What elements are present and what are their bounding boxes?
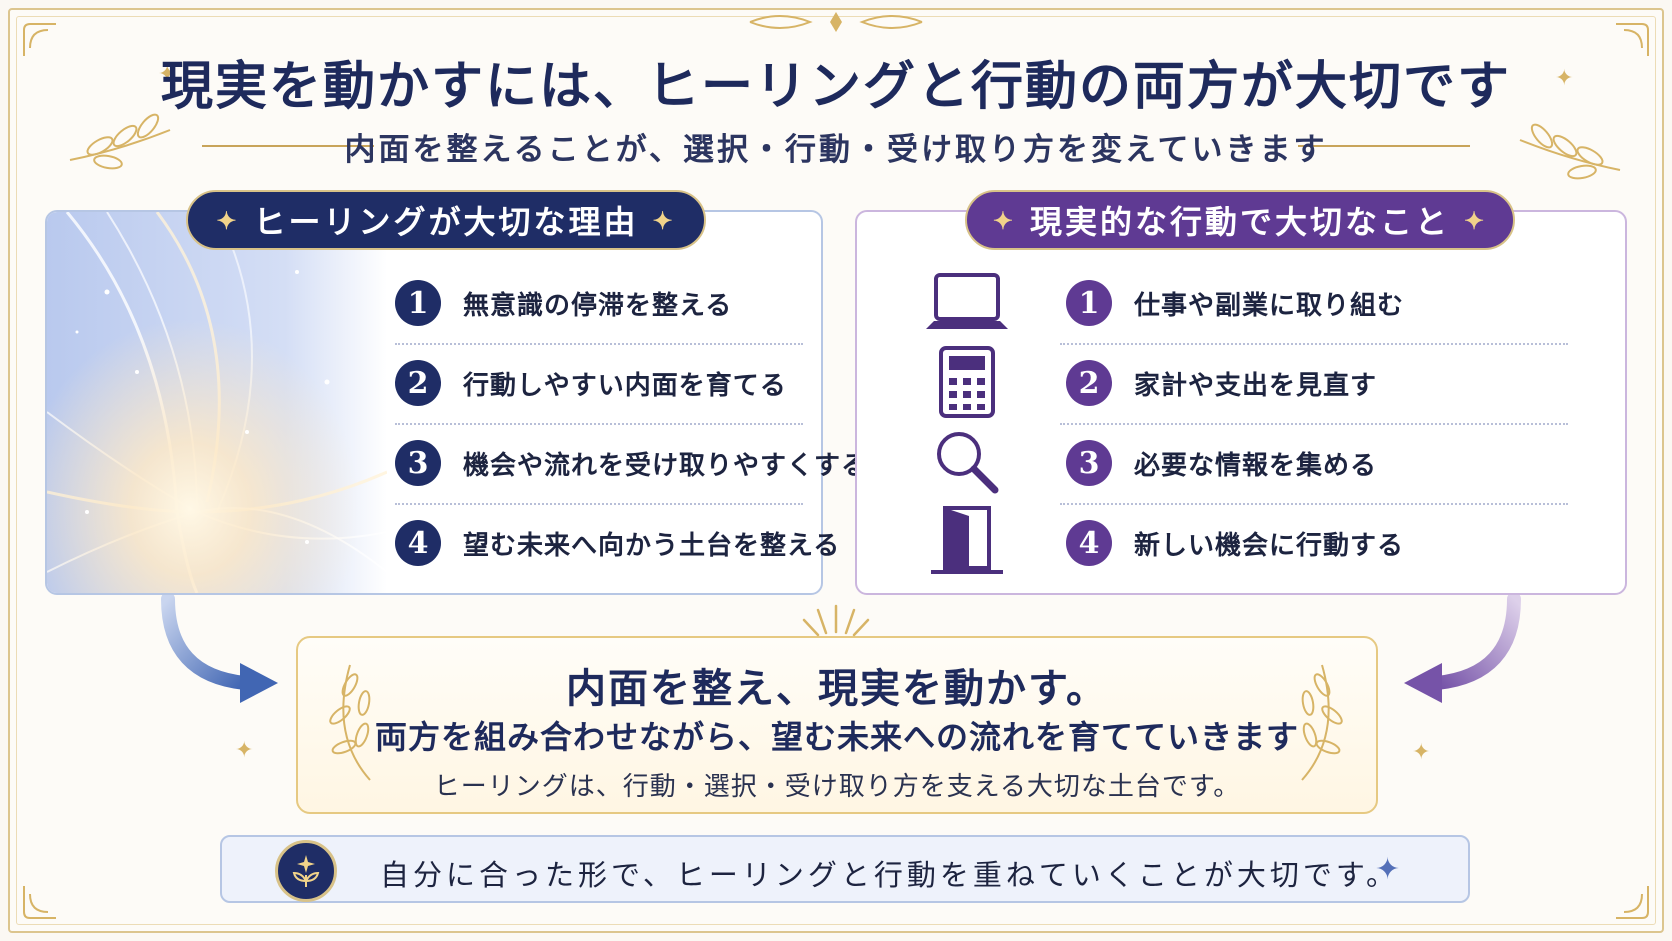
conclusion-title: 内面を整え、現実を動かす。 bbox=[566, 665, 1108, 712]
conclusion-note: ヒーリングは、行動・選択・受け取り方を支える大切な土台です。 bbox=[433, 772, 1241, 802]
divider bbox=[1060, 503, 1568, 505]
corner-ornament-icon bbox=[1616, 23, 1649, 56]
item-number-badge: 1 bbox=[395, 280, 441, 326]
healing-panel-title: ヒーリングが大切な理由 bbox=[253, 203, 639, 241]
divider bbox=[395, 423, 803, 425]
corner-ornament-icon bbox=[23, 886, 56, 919]
item-text: 無意識の停滞を整える bbox=[463, 290, 733, 321]
sparkle-icon: ✦ bbox=[1555, 66, 1574, 91]
item-number-badge: 4 bbox=[1066, 520, 1112, 566]
item-number-badge: 4 bbox=[395, 520, 441, 566]
conclusion-subtitle: 両方を組み合わせながら、望む未来への流れを育てていきます bbox=[374, 718, 1299, 756]
conclusion-box bbox=[296, 636, 1378, 814]
subtitle-line-right bbox=[1298, 145, 1470, 147]
arrow-left-to-center-icon bbox=[161, 595, 278, 703]
action-panel-header: ✦ 現実的な行動で大切なこと ✦ bbox=[965, 190, 1515, 250]
item-text: 仕事や副業に取り組む bbox=[1134, 290, 1405, 321]
laurel-left-icon bbox=[329, 664, 371, 781]
item-text: 家計や支出を見直す bbox=[1134, 370, 1378, 401]
laptop-icon bbox=[922, 268, 1012, 340]
item-number-badge: 2 bbox=[395, 360, 441, 406]
sparkle-icon: ✦ bbox=[1464, 205, 1488, 235]
laurel-right-icon bbox=[1301, 664, 1343, 781]
list-item: 1 無意識の停滞を整える bbox=[395, 272, 732, 334]
list-item: 4 望む未来へ向かう土台を整える bbox=[395, 512, 840, 574]
laurel-right-icon bbox=[1519, 123, 1621, 180]
bottom-message-bar bbox=[220, 835, 1470, 903]
arrow-right-to-center-icon bbox=[1404, 595, 1521, 703]
list-item: 3 機会や流れを受け取りやすくする bbox=[395, 432, 868, 494]
sparkle-icon: ✦ bbox=[216, 205, 240, 235]
item-number-badge: 3 bbox=[395, 440, 441, 486]
sprout-star-icon bbox=[275, 840, 337, 902]
bottom-message-text: 自分に合った形で、ヒーリングと行動を重ねていくことが大切です。 bbox=[380, 858, 1399, 892]
divider bbox=[1060, 343, 1568, 345]
sparkle-icon: ✦ bbox=[652, 205, 676, 235]
sparkle-icon: ✦ bbox=[992, 205, 1016, 235]
corner-ornament-icon bbox=[1616, 886, 1649, 919]
healing-panel-header: ✦ ヒーリングが大切な理由 ✦ bbox=[186, 190, 706, 250]
list-item: 1 仕事や副業に取り組む bbox=[1066, 272, 1404, 334]
page-subtitle: 内面を整えることが、選択・行動・受け取り方を変えていきます bbox=[344, 132, 1328, 168]
sparkle-icon: ✦ bbox=[235, 738, 254, 763]
laurel-left-icon bbox=[69, 113, 171, 170]
item-text: 必要な情報を集める bbox=[1134, 450, 1378, 481]
item-number-badge: 2 bbox=[1066, 360, 1112, 406]
item-text: 新しい機会に行動する bbox=[1134, 530, 1405, 561]
item-text: 望む未来へ向かう土台を整える bbox=[463, 530, 841, 561]
item-number-badge: 3 bbox=[1066, 440, 1112, 486]
calculator-icon bbox=[922, 346, 1012, 418]
magnifier-icon bbox=[922, 426, 1012, 498]
divider bbox=[395, 343, 803, 345]
item-text: 機会や流れを受け取りやすくする bbox=[463, 450, 869, 481]
subtitle-line-left bbox=[202, 145, 374, 147]
door-icon bbox=[922, 504, 1012, 576]
list-item: 2 行動しやすい内面を育てる bbox=[395, 352, 787, 414]
action-panel-title: 現実的な行動で大切なこと bbox=[1029, 203, 1450, 241]
sparkle-icon: ✦ bbox=[1375, 852, 1401, 887]
sparkle-icon: ✦ bbox=[1412, 740, 1431, 765]
radiant-rays-icon bbox=[802, 604, 870, 637]
divider bbox=[395, 503, 803, 505]
list-item: 4 新しい機会に行動する bbox=[1066, 512, 1404, 574]
page-title: 現実を動かすには、ヒーリングと行動の両方が大切です bbox=[160, 56, 1511, 117]
item-text: 行動しやすい内面を育てる bbox=[463, 370, 787, 401]
top-flourish-icon bbox=[749, 12, 923, 32]
energy-light-image bbox=[47, 212, 387, 593]
list-item: 3 必要な情報を集める bbox=[1066, 432, 1377, 494]
list-item: 2 家計や支出を見直す bbox=[1066, 352, 1377, 414]
corner-ornament-icon bbox=[23, 23, 56, 56]
sparkle-icon: ✦ bbox=[158, 62, 177, 87]
divider bbox=[1060, 423, 1568, 425]
item-number-badge: 1 bbox=[1066, 280, 1112, 326]
